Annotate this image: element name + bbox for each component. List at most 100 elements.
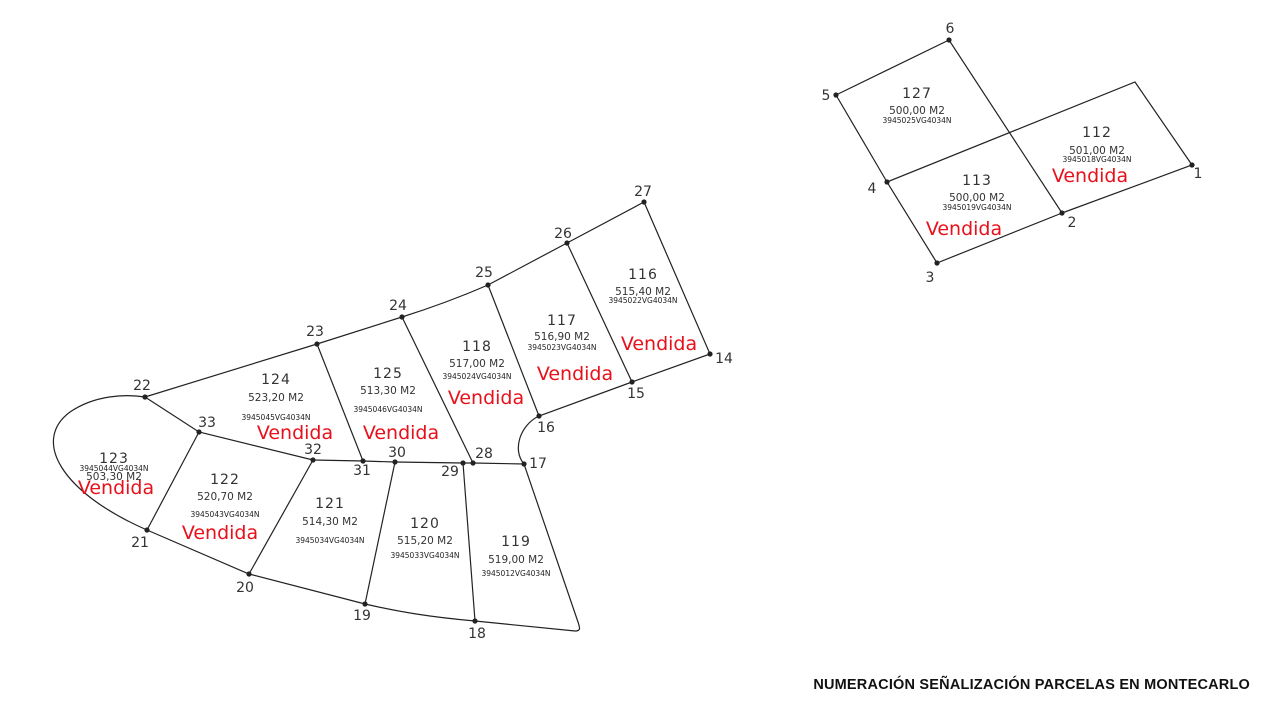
parcel-area: 500,00 M2 [949, 192, 1005, 204]
survey-point-label: 32 [304, 442, 322, 458]
parcel-cadastral-ref: 3945023VG4034N [527, 343, 596, 352]
survey-point-marker [536, 413, 542, 419]
survey-point-marker [362, 601, 368, 607]
survey-point-label: 17 [529, 456, 547, 472]
parcel-cadastral-ref: 3945024VG4034N [442, 372, 511, 381]
parcel-number: 123 [99, 451, 129, 467]
parcel-125[interactable]: 125 513,30 M2 3945046VG4034N Vendida [353, 366, 439, 444]
parcel-area: 515,40 M2 [615, 286, 671, 298]
parcel-area: 515,20 M2 [397, 535, 453, 547]
survey-point-label: 19 [353, 608, 371, 624]
survey-point-label: 18 [468, 626, 486, 642]
survey-point-label: 20 [236, 580, 254, 596]
sold-badge: Vendida [448, 387, 524, 409]
survey-point-label: 15 [627, 386, 645, 402]
survey-point-label: 29 [441, 464, 459, 480]
survey-point-marker [1059, 210, 1065, 216]
survey-point-label: 25 [475, 265, 493, 281]
survey-point-marker [629, 379, 635, 385]
sold-badge: Vendida [621, 333, 697, 355]
sold-badge: Vendida [363, 422, 439, 444]
survey-point-label: 21 [131, 535, 149, 551]
parcel-cadastral-ref: 3945044VG4034N [79, 464, 148, 473]
survey-point-label: 3 [926, 270, 935, 286]
parcel-119[interactable]: 119 519,00 M2 3945012VG4034N [481, 534, 550, 578]
survey-point-marker [564, 240, 570, 246]
survey-point-marker [310, 457, 316, 463]
parcel-cadastral-ref: 3945022VG4034N [608, 296, 677, 305]
survey-point-label: 4 [868, 181, 877, 197]
parcel-cadastral-ref: 3945034VG4034N [295, 536, 364, 545]
survey-points: 1234561415161718192021222324252627282930… [131, 21, 1202, 642]
survey-point-marker [946, 37, 952, 43]
survey-point-marker [485, 282, 491, 288]
survey-point-marker [399, 314, 405, 320]
parcel-121[interactable]: 121 514,30 M2 3945034VG4034N [295, 496, 364, 545]
sold-badge: Vendida [78, 477, 154, 499]
parcel-number: 116 [628, 267, 658, 283]
parcel-area: 517,00 M2 [449, 358, 505, 370]
boundary-line [146, 242, 633, 622]
parcel-number: 119 [501, 534, 531, 550]
survey-point-marker [884, 179, 890, 185]
survey-point-marker [934, 260, 940, 266]
sold-badge: Vendida [1052, 165, 1128, 187]
survey-point-label: 22 [133, 378, 151, 394]
sold-badge: Vendida [182, 522, 258, 544]
survey-point-label: 6 [946, 21, 955, 37]
survey-point-label: 16 [537, 420, 555, 436]
parcel-area: 513,30 M2 [360, 385, 416, 397]
plan-title: NUMERACIÓN SEÑALIZACIÓN PARCELAS EN MONT… [813, 677, 1250, 693]
parcel-cadastral-ref: 3945012VG4034N [481, 569, 550, 578]
survey-point-marker [142, 394, 148, 400]
parcel-number: 127 [902, 86, 932, 102]
parcel-cadastral-ref: 3945025VG4034N [882, 116, 951, 125]
sold-badge: Vendida [926, 218, 1002, 240]
survey-point-marker [641, 199, 647, 205]
survey-point-marker [833, 92, 839, 98]
parcel-area: 516,90 M2 [534, 331, 590, 343]
parcel-number: 122 [210, 472, 240, 488]
survey-point-label: 23 [306, 324, 324, 340]
parcel-122[interactable]: 122 520,70 M2 3945043VG4034N Vendida [182, 472, 260, 544]
parcel-cadastral-ref: 3945045VG4034N [241, 413, 310, 422]
parcel-area: 519,00 M2 [488, 554, 544, 566]
survey-point-label: 24 [389, 298, 407, 314]
survey-point-marker [472, 618, 478, 624]
survey-point-label: 31 [353, 463, 371, 479]
survey-point-label: 27 [634, 184, 652, 200]
boundary-line [886, 81, 1193, 214]
parcel-area: 514,30 M2 [302, 516, 358, 528]
parcel-area: 500,00 M2 [889, 105, 945, 117]
parcel-area: 520,70 M2 [197, 491, 253, 503]
survey-point-label: 33 [198, 415, 216, 431]
survey-point-marker [1189, 162, 1195, 168]
survey-point-label: 2 [1068, 215, 1077, 231]
parcel-cadastral-ref: 3945043VG4034N [190, 510, 259, 519]
parcel-cadastral-ref: 3945018VG4034N [1062, 155, 1131, 164]
parcel-number: 121 [315, 496, 345, 512]
parcel-cadastral-ref: 3945046VG4034N [353, 405, 422, 414]
parcel-number: 124 [261, 372, 291, 388]
survey-point-marker [470, 460, 476, 466]
survey-point-marker [196, 429, 202, 435]
sold-badge: Vendida [257, 422, 333, 444]
parcel-number: 113 [962, 173, 992, 189]
sold-badge: Vendida [537, 363, 613, 385]
survey-point-label: 28 [475, 446, 493, 462]
survey-point-marker [460, 460, 466, 466]
survey-point-label: 14 [715, 351, 733, 367]
survey-point-label: 1 [1194, 166, 1203, 182]
parcel-number: 125 [373, 366, 403, 382]
